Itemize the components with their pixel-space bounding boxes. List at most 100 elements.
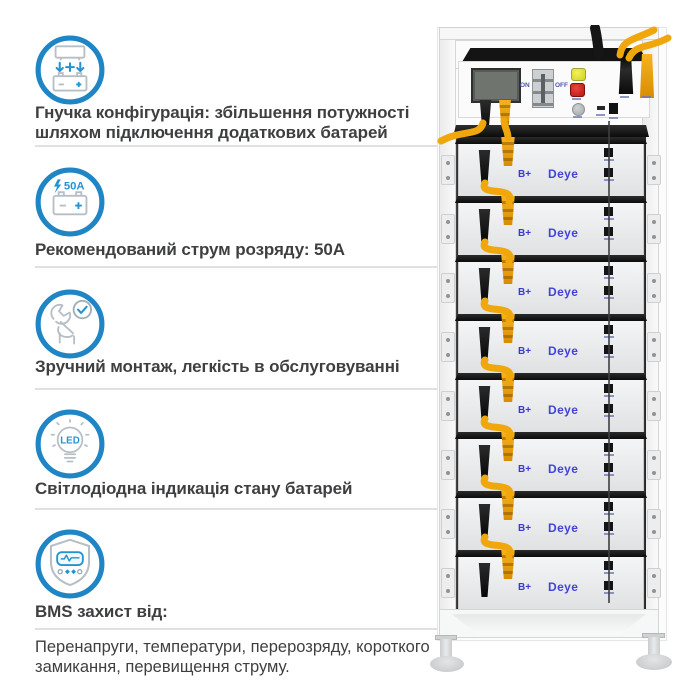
control-unit-top-band xyxy=(462,48,648,62)
screw-icon xyxy=(446,574,450,578)
comm-port-upper[interactable] xyxy=(604,148,613,157)
comm-port-upper[interactable] xyxy=(604,266,613,275)
brand-label: Deye xyxy=(548,580,579,594)
port-label xyxy=(604,395,614,397)
breaker-off-label: OFF xyxy=(555,82,568,89)
mounting-ear-left xyxy=(441,568,455,598)
rack-top-bar xyxy=(439,27,659,40)
brand-label: Deye xyxy=(548,462,579,476)
terminal-connector-orange xyxy=(501,137,515,166)
terminal-connector-black xyxy=(478,445,491,479)
mounting-ear-left xyxy=(441,214,455,244)
comm-port-lower[interactable] xyxy=(604,522,613,531)
terminal-plus-label: B+ xyxy=(518,169,532,180)
screw-icon xyxy=(652,235,656,239)
comm-port-lower[interactable] xyxy=(604,404,613,413)
rack-shelf-gap xyxy=(453,125,649,137)
mounting-ear-left xyxy=(441,155,455,185)
module-gap-strip xyxy=(455,491,647,498)
rack-base-panel xyxy=(439,609,659,638)
screw-icon xyxy=(652,176,656,180)
divider xyxy=(35,145,443,147)
output-connector-black xyxy=(479,100,492,132)
connector-label xyxy=(642,96,651,98)
emergency-stop-button[interactable] xyxy=(570,83,585,97)
feature-led-indication: LED xyxy=(34,408,106,485)
comm-port-lower[interactable] xyxy=(604,168,613,177)
terminal-plus-label: B+ xyxy=(518,523,532,534)
port-label xyxy=(604,336,614,338)
terminal-connector-black xyxy=(478,386,491,420)
module-gap-strip xyxy=(455,196,647,203)
comm-port-upper[interactable] xyxy=(604,207,613,216)
screw-icon xyxy=(446,161,450,165)
foot-disc xyxy=(430,656,464,672)
divider xyxy=(35,388,443,390)
mounting-ear-right xyxy=(647,450,661,480)
battery-module: B+ Deye xyxy=(441,491,661,550)
divider xyxy=(35,508,443,510)
battery-discharge-icon: 50A xyxy=(35,167,105,237)
brand-label: Deye xyxy=(548,167,579,181)
reset-button[interactable] xyxy=(572,103,585,116)
terminal-plus-label: B+ xyxy=(518,287,532,298)
terminal-connector-black xyxy=(478,209,491,243)
module-gap-strip xyxy=(455,137,647,144)
port-label xyxy=(604,277,614,279)
comm-port-upper[interactable] xyxy=(604,325,613,334)
screw-icon xyxy=(446,235,450,239)
start-button[interactable] xyxy=(571,68,586,81)
screw-icon xyxy=(652,338,656,342)
port-label xyxy=(604,356,614,358)
screw-icon xyxy=(652,279,656,283)
comm-port-lower[interactable] xyxy=(604,345,613,354)
screw-icon xyxy=(652,471,656,475)
feature-bms-protection-text: BMS захист від: xyxy=(35,602,168,621)
screw-icon xyxy=(652,412,656,416)
comm-port-lower[interactable] xyxy=(604,581,613,590)
rack-inner-rail-left xyxy=(456,125,459,609)
screw-icon xyxy=(446,353,450,357)
led-indicator-icon: LED xyxy=(35,409,105,479)
comm-port-lower[interactable] xyxy=(604,227,613,236)
battery-stack-add-icon xyxy=(35,35,105,105)
battery-module: B+ Deye xyxy=(441,314,661,373)
port-label xyxy=(604,474,614,476)
screw-icon xyxy=(652,161,656,165)
screw-icon xyxy=(446,456,450,460)
port-label xyxy=(604,592,614,594)
breaker-slot xyxy=(541,74,545,103)
svg-text:50A: 50A xyxy=(64,181,85,193)
foot-stem xyxy=(440,639,452,661)
divider xyxy=(35,628,443,630)
port-label xyxy=(604,179,614,181)
comm-port-upper[interactable] xyxy=(604,384,613,393)
comm-port-lower[interactable] xyxy=(604,286,613,295)
foot-disc xyxy=(636,654,672,670)
comm-port-upper[interactable] xyxy=(604,561,613,570)
screw-icon xyxy=(652,220,656,224)
screw-icon xyxy=(446,220,450,224)
comm-port-upper[interactable] xyxy=(604,502,613,511)
port-label xyxy=(604,218,614,220)
terminal-plus-label: B+ xyxy=(518,346,532,357)
power-connector-orange xyxy=(639,54,655,98)
control-unit-display xyxy=(471,68,521,103)
comm-port-upper[interactable] xyxy=(604,443,613,452)
port-label xyxy=(604,297,614,299)
breaker-switch[interactable] xyxy=(532,69,554,108)
comm-port-lower[interactable] xyxy=(604,463,613,472)
svg-text:LED: LED xyxy=(60,435,80,446)
mounting-ear-left xyxy=(441,509,455,539)
mounting-ear-left xyxy=(441,391,455,421)
battery-module: B+ Deye xyxy=(441,255,661,314)
easy-install-icon xyxy=(35,289,105,359)
port-label xyxy=(604,513,614,515)
com-port[interactable] xyxy=(609,103,618,114)
usb-port[interactable] xyxy=(597,106,605,110)
port-label xyxy=(604,533,614,535)
brand-label: Deye xyxy=(548,285,579,299)
screw-icon xyxy=(652,589,656,593)
module-gap-strip xyxy=(455,373,647,380)
terminal-plus-label: B+ xyxy=(518,405,532,416)
